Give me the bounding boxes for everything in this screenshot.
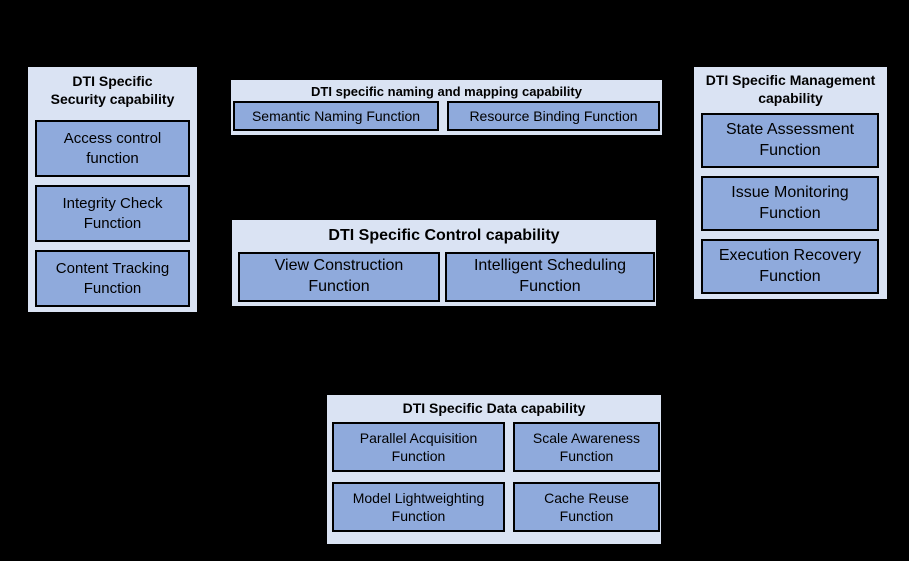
management-capability-title: DTI Specific Management capability [705,72,876,106]
state-assessment-function-box: State Assessment Function [701,113,879,168]
security-capability-title: DTI Specific Security capability [50,73,175,107]
management-capability-box: DTI Specific Management capability State… [692,65,889,301]
control-capability-title: DTI Specific Control capability [328,227,560,244]
parallel-acquisition-function-box: Parallel Acquisition Function [332,422,505,472]
access-control-function-box: Access control function [35,120,190,177]
naming-mapping-capability-title: DTI specific naming and mapping capabili… [311,84,582,99]
content-tracking-function-box: Content Tracking Function [35,250,190,307]
execution-recovery-function-box: Execution Recovery Function [701,239,879,294]
semantic-naming-function-box: Semantic Naming Function [233,101,439,131]
resource-binding-function-box: Resource Binding Function [447,101,660,131]
cache-reuse-function-box: Cache Reuse Function [513,482,660,532]
data-capability-box: DTI Specific Data capability Parallel Ac… [325,393,663,546]
security-capability-box: DTI Specific Security capability Access … [26,65,199,314]
view-construction-function-box: View Construction Function [238,252,440,302]
integrity-check-function-box: Integrity Check Function [35,185,190,242]
scale-awareness-function-box: Scale Awareness Function [513,422,660,472]
control-capability-box: DTI Specific Control capability View Con… [230,218,658,308]
intelligent-scheduling-function-box: Intelligent Scheduling Function [445,252,655,302]
data-capability-title: DTI Specific Data capability [402,400,586,416]
model-lightweighting-function-box: Model Lightweighting Function [332,482,505,532]
naming-mapping-capability-box: DTI specific naming and mapping capabili… [229,78,664,137]
issue-monitoring-function-box: Issue Monitoring Function [701,176,879,231]
